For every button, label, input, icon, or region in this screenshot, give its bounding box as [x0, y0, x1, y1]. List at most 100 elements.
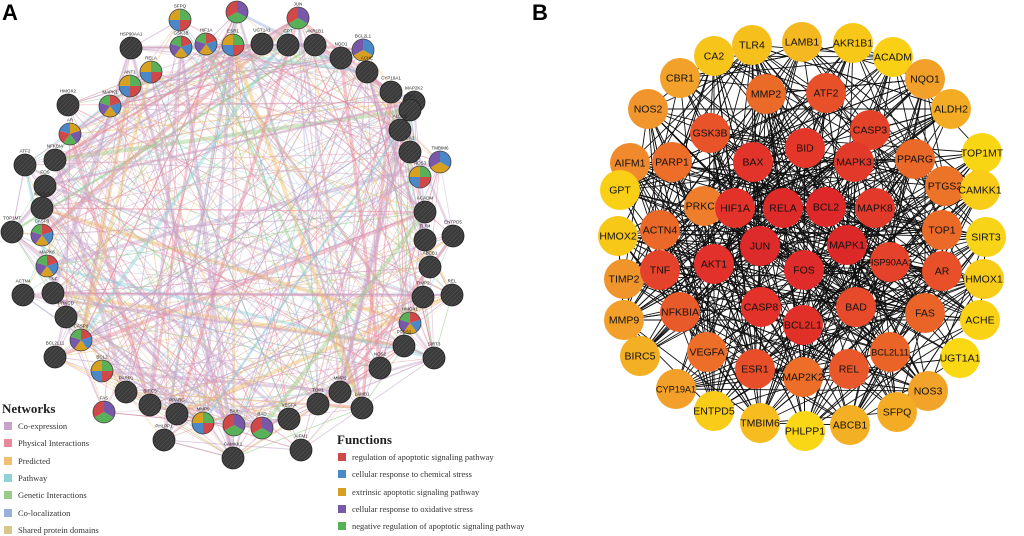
- gene-label: FAS: [915, 308, 935, 320]
- gene-label: PHLPP1: [785, 426, 825, 438]
- hub-gene-node: CBR1: [660, 58, 700, 98]
- node-circle: [392, 334, 416, 358]
- network-edge: [54, 159, 235, 426]
- ppi-edge: [849, 278, 985, 426]
- network-edge: [69, 133, 381, 369]
- gene-node: PHLPP1: [152, 424, 176, 452]
- node-circle: [895, 139, 935, 179]
- network-edge: [67, 101, 415, 106]
- network-edge: [176, 413, 263, 429]
- gene-node: TLR4: [413, 224, 437, 252]
- node-circle: [931, 89, 971, 129]
- network-edge: [313, 43, 393, 94]
- gene-label: MAP2K2: [782, 372, 824, 384]
- gene-label: AKT1: [701, 259, 727, 271]
- node-circle: [379, 80, 403, 104]
- hub-gene-node: GSK3B: [690, 113, 730, 153]
- function-slice: [180, 20, 191, 31]
- legend-swatch: [4, 508, 12, 517]
- network-edge: [202, 44, 316, 424]
- ppi-edge: [751, 44, 894, 58]
- hub-gene-node: MAPK8: [855, 188, 895, 228]
- gene-label: GPT: [609, 185, 631, 197]
- network-edge: [24, 164, 381, 369]
- gene-label: ANT1: [124, 70, 136, 75]
- gene-node: ACHE: [355, 56, 379, 84]
- network-edge: [129, 85, 363, 409]
- function-slice: [409, 166, 420, 177]
- network-edge: [129, 85, 235, 426]
- gene-label: NOS3: [414, 161, 427, 166]
- gene-label: ALDH2: [393, 114, 408, 119]
- function-slice: [151, 72, 162, 83]
- gene-label: ATF2: [814, 88, 839, 100]
- gene-label: TMBIM6: [431, 146, 448, 151]
- gene-label: UGT1A1: [940, 353, 981, 365]
- hub-gene-node: ACHE: [960, 300, 1000, 340]
- node-circle: [694, 391, 734, 431]
- gene-label: FAS: [100, 396, 109, 401]
- gene-node: VEGFA: [277, 403, 301, 431]
- hub-gene-node: HSP90AA1: [867, 242, 913, 282]
- gene-label: MAPK3: [34, 192, 50, 197]
- function-slice: [110, 95, 121, 106]
- function-slice: [130, 75, 141, 86]
- hub-gene-node: TLR4: [732, 25, 772, 65]
- hub-gene-node: MAPK1: [827, 225, 867, 265]
- hub-gene-node: TNF: [640, 250, 680, 290]
- node-circle: [735, 349, 775, 389]
- gene-label: NFKBIA: [661, 307, 699, 319]
- gene-label: TIMP2: [609, 274, 640, 286]
- network-edge: [22, 293, 405, 348]
- node-circle: [276, 33, 300, 57]
- node-circle: [277, 407, 301, 431]
- network-edge: [44, 185, 381, 369]
- gene-node: CA2: [398, 136, 422, 164]
- hub-gene-node: BCL2L1: [783, 305, 823, 345]
- ppi-edge: [855, 56, 894, 308]
- node-circle: [905, 59, 945, 99]
- gene-node: BCL2L1: [351, 34, 375, 62]
- legend-swatch: [4, 422, 12, 430]
- hub-gene-node: BID: [785, 128, 825, 168]
- network-edge: [67, 104, 405, 347]
- hub-gene-node: CASP3: [850, 110, 890, 150]
- network-edge: [54, 44, 234, 161]
- gene-label: PHLPP1: [155, 424, 173, 429]
- network-edge: [41, 207, 263, 429]
- network-edge: [44, 100, 415, 188]
- node-circle: [785, 411, 825, 451]
- node-circle: [784, 250, 824, 290]
- hub-gene-node: PARP1: [652, 142, 692, 182]
- network-edge: [233, 91, 392, 426]
- node-circle: [870, 332, 910, 372]
- gene-label: ATF2: [20, 149, 31, 154]
- gene-node: CASP3: [30, 219, 54, 247]
- hub-gene-node: MMP9: [604, 300, 644, 340]
- gene-label: CBR1: [404, 94, 417, 99]
- gene-node: PRKCD: [54, 301, 78, 329]
- legend-label: negative regulation of apoptotic signali…: [352, 521, 525, 532]
- network-edge: [109, 105, 426, 213]
- gene-node: ALDH2: [388, 114, 412, 142]
- function-slice: [36, 255, 47, 266]
- legend-label: cellular response to oxidative stress: [352, 503, 473, 514]
- ppi-edge: [659, 229, 756, 370]
- panel-b-letter: B: [532, 0, 548, 25]
- hub-gene-node: FAS: [905, 293, 945, 333]
- node-circle: [960, 300, 1000, 340]
- gene-label: PPARG: [897, 154, 933, 166]
- network-edge: [54, 159, 424, 298]
- gene-label: UGT1A1: [253, 28, 271, 33]
- function-slice: [130, 86, 141, 97]
- ppi-edge: [679, 158, 916, 313]
- function-slice: [181, 36, 192, 47]
- legend-label: Co-expression: [18, 421, 68, 431]
- ppi-edge: [855, 189, 981, 308]
- network-legend-item: Physical Interactions: [4, 437, 89, 449]
- network-edge: [429, 266, 435, 359]
- gene-label: HSP90AA1: [120, 32, 143, 37]
- gene-label: PPARG: [169, 398, 185, 403]
- gene-label: PTGS2: [397, 330, 412, 335]
